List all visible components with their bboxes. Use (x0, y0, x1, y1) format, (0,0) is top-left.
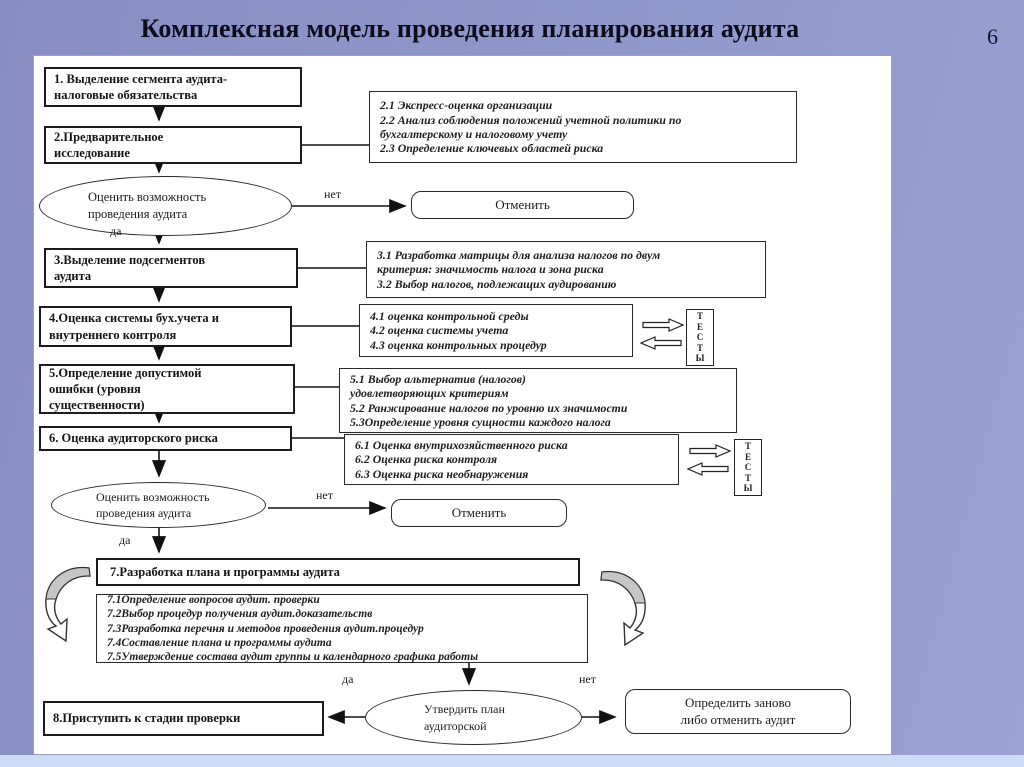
page-number: 6 (987, 24, 998, 49)
cancel1-box: Отменить (411, 191, 634, 219)
step4-box: 4.Оценка системы бух.учета и внутреннего… (39, 306, 292, 347)
decision2-yes-label: да (119, 533, 131, 547)
decision3-yes-label: да (342, 672, 354, 686)
step8-box: 8.Приступить к стадии проверки (43, 701, 324, 736)
curved-arrow-right-icon (600, 570, 646, 647)
page-title: Комплексная модель проведения планирован… (140, 14, 800, 43)
curved-arrow-left-icon (45, 566, 91, 643)
step2-box: 2.Предварительное исследование (44, 126, 302, 164)
decision2-ellipse: Оценить возможность проведения аудита (51, 482, 266, 528)
decision1-no-label: нет (324, 187, 341, 201)
decision1-yes-label: да (110, 224, 122, 238)
step3-details-box: 3.1 Разработка матрицы для анализа налог… (366, 241, 766, 298)
tests1-box: ТЕСТЫ (686, 309, 714, 366)
tests2-label: ТЕСТЫ (743, 441, 753, 494)
step1-box: 1. Выделение сегмента аудита- налоговые … (44, 67, 302, 107)
step2-details-box: 2.1 Экспресс-оценка организации 2.2 Анал… (369, 91, 797, 163)
block-arrow-right-icon-1 (642, 318, 684, 332)
block-arrow-right-icon-2 (689, 444, 731, 458)
decision3-ellipse: Утвердить план аудиторской (365, 690, 582, 745)
step6-box: 6. Оценка аудиторского риска (39, 426, 292, 451)
step5-box: 5.Определение допустимой ошибки (уровня … (39, 364, 295, 414)
bottom-strip (0, 755, 1024, 767)
step4-details-box: 4.1 оценка контрольной среды 4.2 оценка … (359, 304, 633, 357)
redo-box: Определить заново либо отменить аудит (625, 689, 851, 734)
decision3-no-label: нет (579, 672, 596, 686)
tests1-label: ТЕСТЫ (695, 311, 705, 364)
step7-details-box: 7.1Определение вопросов аудит. проверки … (96, 594, 588, 663)
tests2-box: ТЕСТЫ (734, 439, 762, 496)
step7-box: 7.Разработка плана и программы аудита (96, 558, 580, 586)
step3-box: 3.Выделение подсегментов аудита (44, 248, 298, 288)
diagram-panel: 1. Выделение сегмента аудита- налоговые … (33, 55, 892, 755)
decision2-no-label: нет (316, 488, 333, 502)
step6-details-box: 6.1 Оценка внутрихозяйственного риска 6.… (344, 434, 679, 485)
decision1-ellipse: Оценить возможность проведения аудита (39, 176, 292, 236)
block-arrow-left-icon-2 (687, 462, 729, 476)
cancel2-box: Отменить (391, 499, 567, 527)
block-arrow-left-icon-1 (640, 336, 682, 350)
step5-details-box: 5.1 Выбор альтернатив (налогов) удовлетв… (339, 368, 737, 433)
